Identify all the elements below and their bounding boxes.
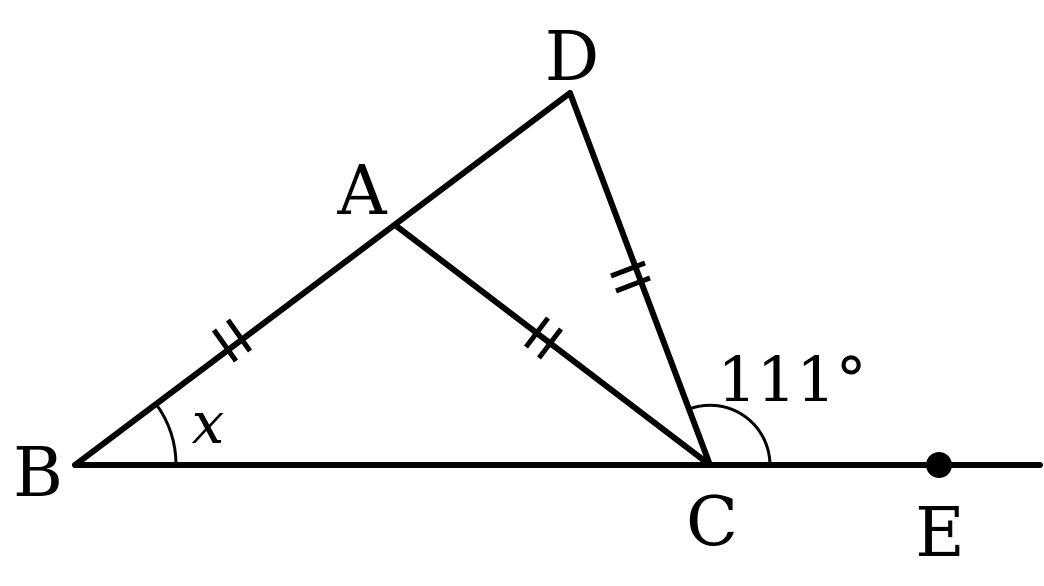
label-point-c: C bbox=[686, 483, 738, 562]
label-point-a: A bbox=[336, 152, 387, 231]
label-angle-111: 111° bbox=[717, 343, 866, 416]
angle-arc-b bbox=[154, 403, 178, 466]
segment-dc bbox=[567, 90, 713, 468]
label-point-b: B bbox=[13, 434, 63, 513]
label-point-d: D bbox=[545, 18, 600, 97]
label-point-e: E bbox=[915, 494, 965, 573]
segment-ac bbox=[392, 222, 713, 468]
tick-marks-ba bbox=[211, 318, 253, 363]
tick-marks-dc bbox=[610, 260, 651, 294]
angle-arc-c-exterior bbox=[688, 403, 772, 466]
point-e-dot bbox=[926, 452, 952, 478]
label-angle-x: x bbox=[192, 389, 225, 457]
tick-marks-ac bbox=[524, 316, 563, 360]
segment-bd bbox=[72, 90, 573, 468]
